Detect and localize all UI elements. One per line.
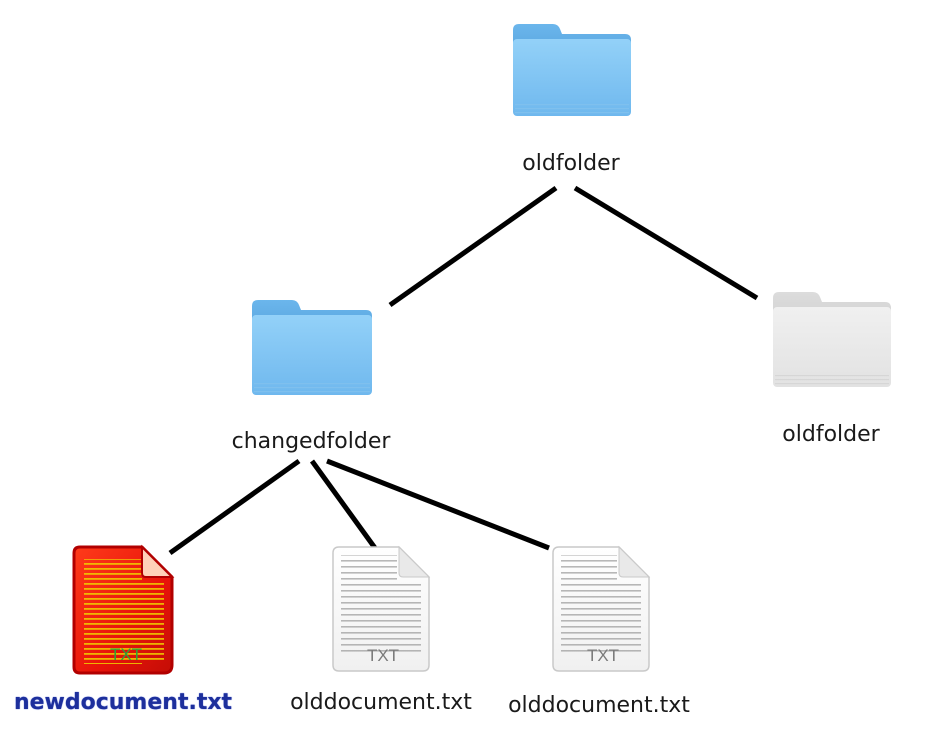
txt-file-icon[interactable]: TXT [332,545,431,672]
txt-file-icon[interactable]: TXT [72,544,175,675]
file-badge: TXT [367,646,399,665]
olddocument-label: olddocument.txt [290,690,472,715]
file-badge: TXT [587,646,619,665]
connector-lines [168,185,759,556]
connector-changedfolder-to-newdocument [168,458,301,556]
changedfolder-label: changedfolder [231,429,391,454]
connector-root-to-changedfolder [388,185,558,308]
connector-root-to-oldfolder [573,185,759,301]
folder-icon[interactable] [513,24,631,116]
connector-changedfolder-to-olddocument-1 [309,459,378,550]
olddocument-label: olddocument.txt [508,693,690,718]
folder-icon[interactable] [773,292,891,387]
ghost-folder-label: oldfolder [782,422,880,447]
newdocument-label: newdocument.txt [13,690,233,715]
root-folder-label: oldfolder [522,151,620,176]
file-badge: TXT [110,645,142,664]
txt-file-icon[interactable]: TXT [552,545,651,672]
folder-icon[interactable] [252,300,372,395]
connector-changedfolder-to-olddocument-2 [326,458,550,551]
